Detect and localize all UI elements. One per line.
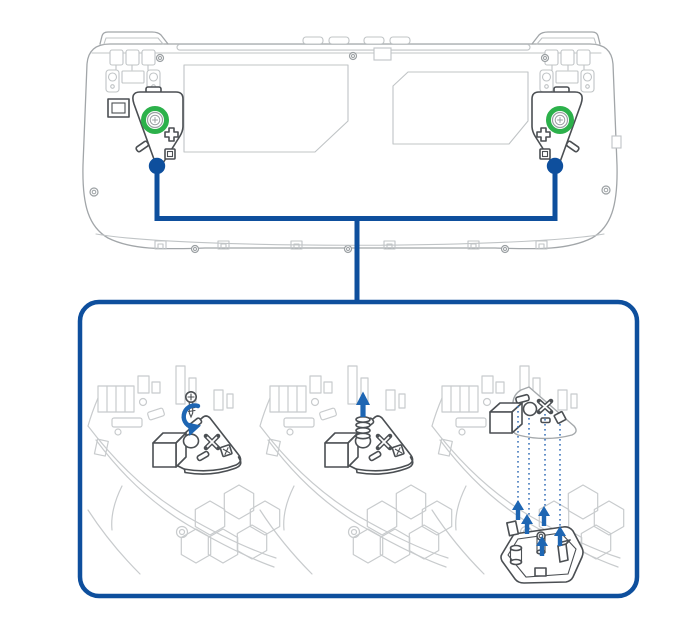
detail-steps [88,366,624,574]
slot-peg [534,567,547,577]
callout-dot-right [546,157,564,175]
vent-panel-left [183,64,349,153]
top-buttons [302,36,411,45]
latch-window-left [107,98,130,118]
step-2-lift-spring [325,391,413,475]
top-vent-strip [176,43,531,51]
bottom-rim [95,233,605,246]
callout-dot-left [148,157,166,175]
cross-cutout [536,398,554,415]
tab-peg [506,520,520,537]
step-1-unscrew [153,390,241,474]
rotate-counterclockwise-arrow-icon [181,403,201,436]
center-port [373,47,392,61]
bottom-clips [154,240,548,250]
cylinder-peg [509,544,523,566]
up-arrow-icon [356,391,370,417]
callout-connector [148,157,564,304]
up-arrow-icons [512,500,566,556]
spring-icon [355,415,371,440]
step-3-remove-bracket [489,386,584,584]
bracket-underside [500,520,584,584]
center-post-peg [536,531,546,555]
vent-panel-right [392,71,529,145]
case-screws [89,51,611,254]
edge-latch [611,135,622,149]
lock-block [489,402,523,434]
device-body [82,43,618,250]
device-back-view [82,31,622,254]
plate-cutouts [515,393,567,425]
